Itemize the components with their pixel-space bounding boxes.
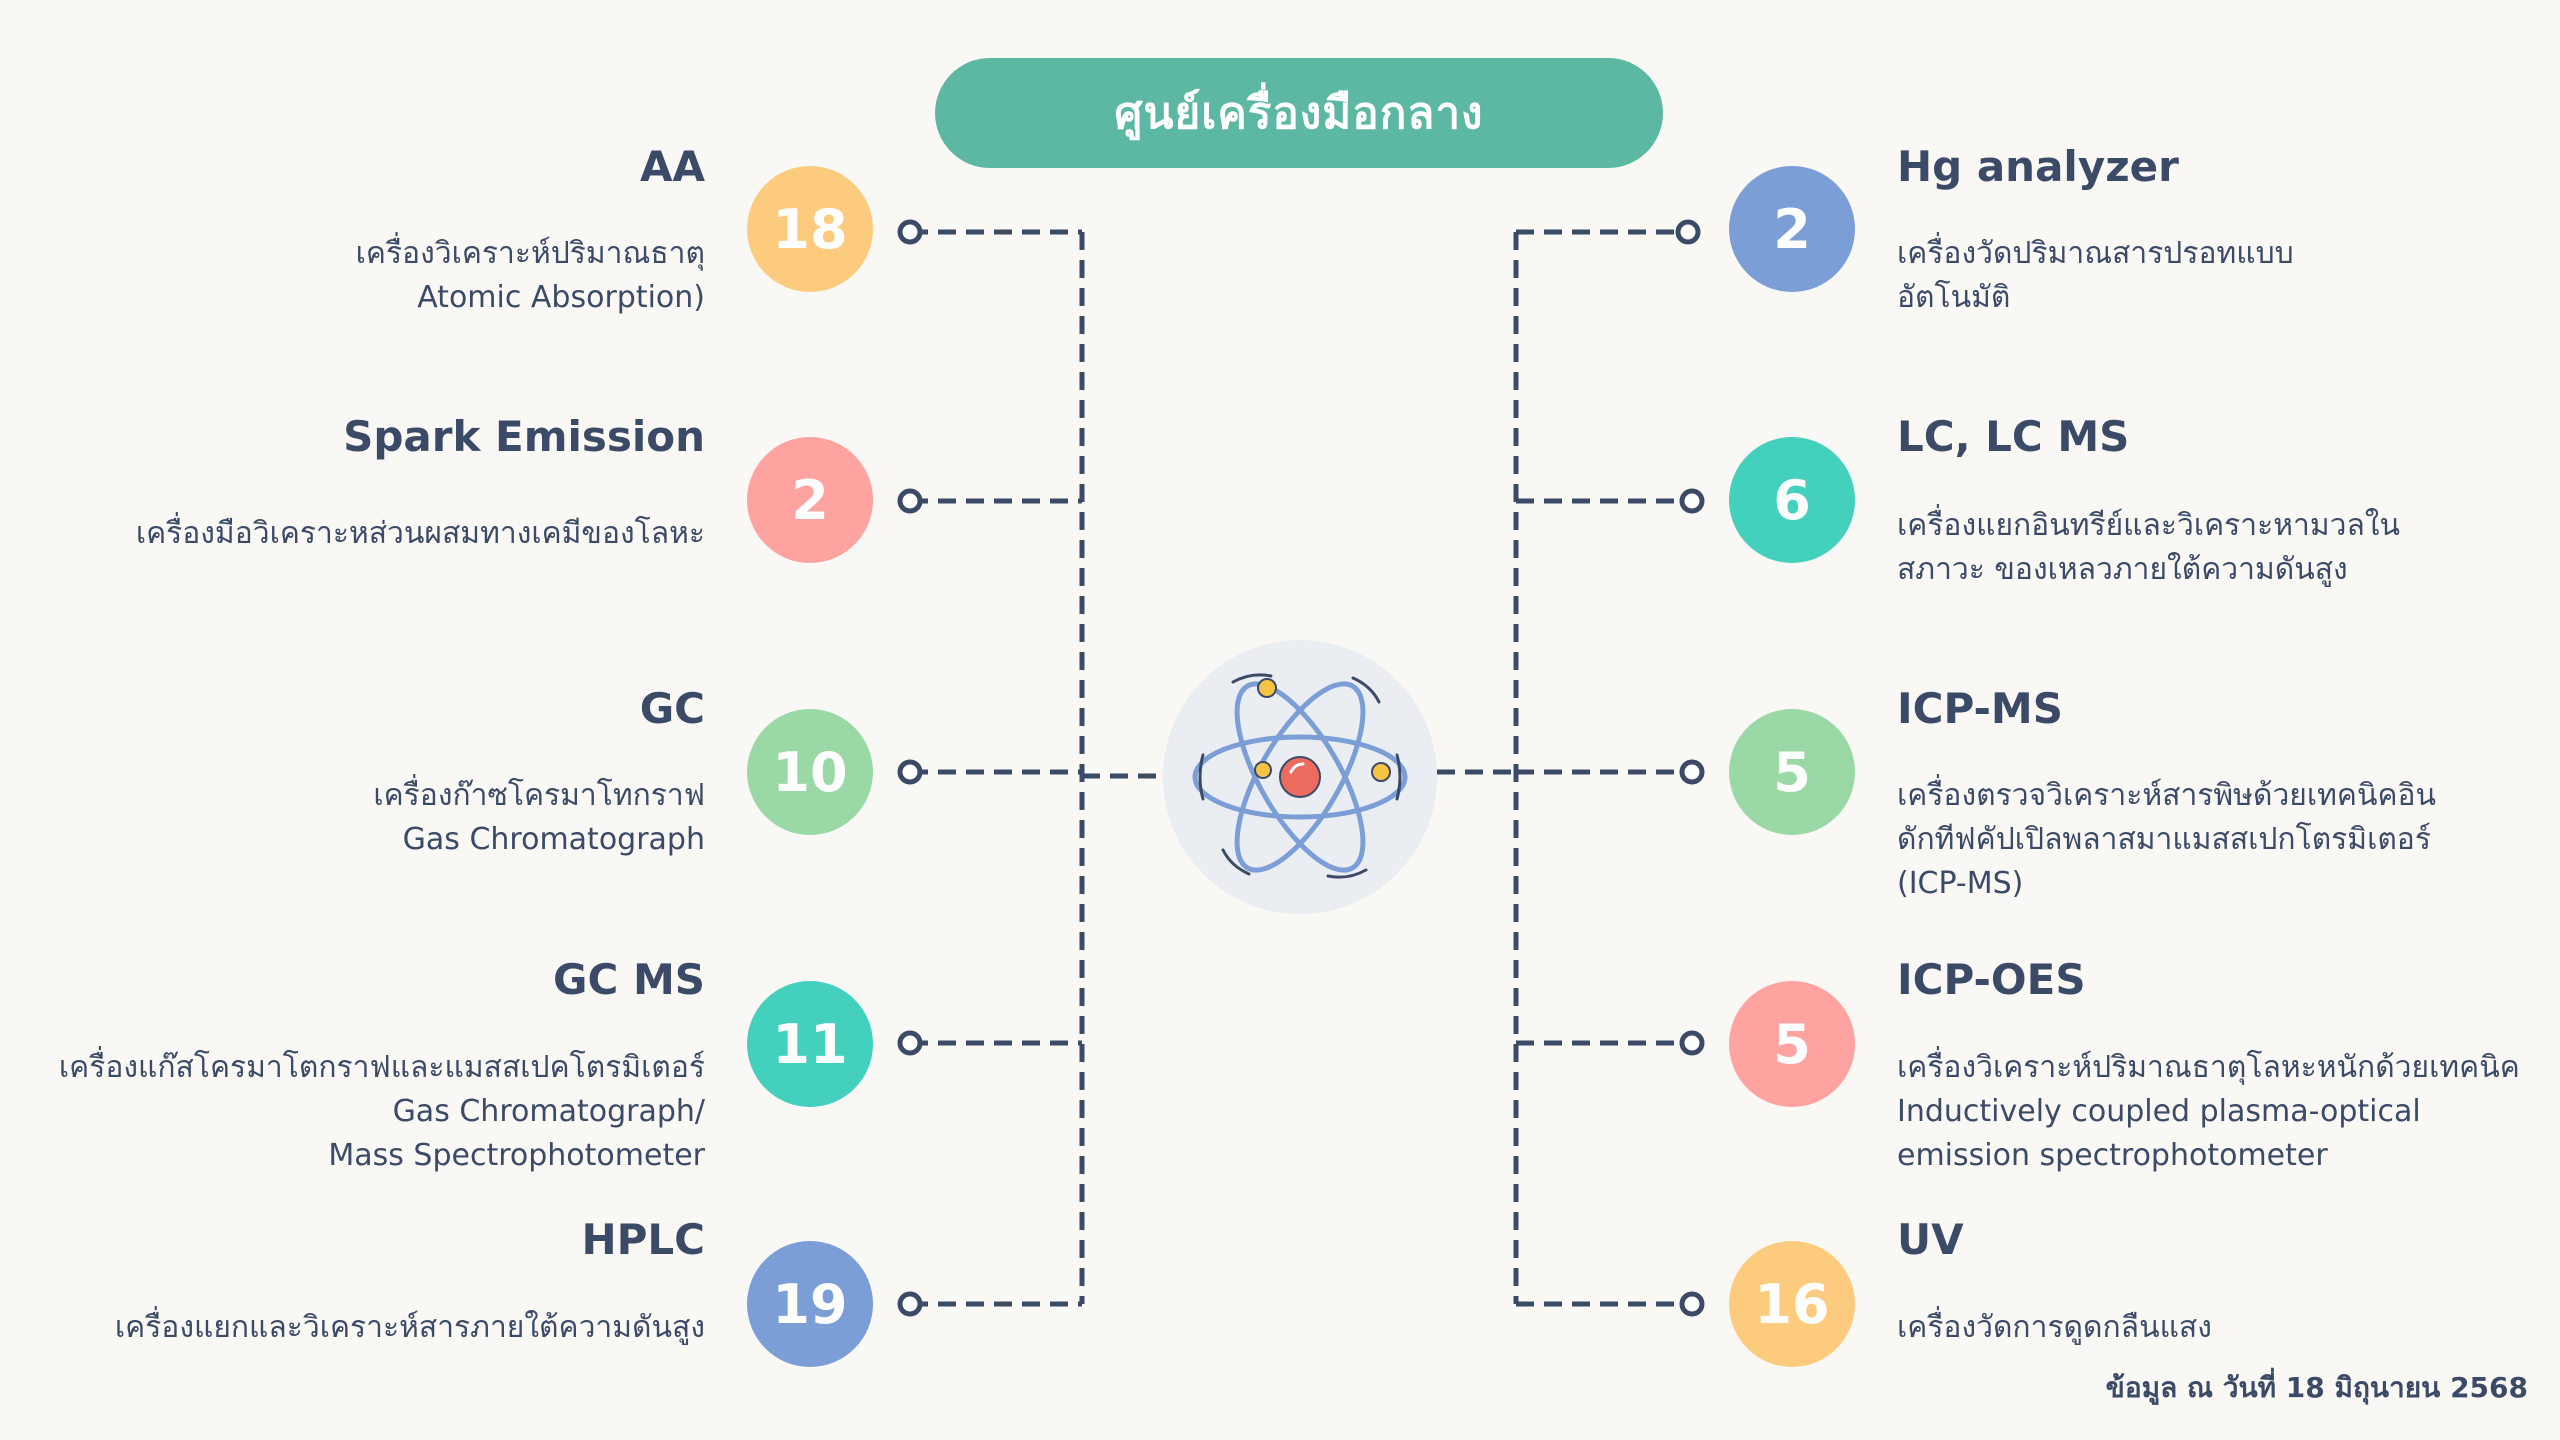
left-node-2 <box>897 488 923 514</box>
left-node-1 <box>897 219 923 245</box>
data-date-note: ข้อมูล ณ วันที่ 18 มิถุนายน 2568 <box>2105 1371 2528 1404</box>
count-badge-icp-oes: 5 <box>1729 981 1855 1107</box>
count-badge-hg-analyzer: 2 <box>1729 166 1855 292</box>
item-title-gc-ms: GC MS <box>553 955 705 1004</box>
count-badge-uv: 16 <box>1729 1241 1855 1367</box>
item-desc-spark-emission: เครื่องมือวิเคราะหส่วนผสมทางเคมีของโลหะ <box>135 516 705 551</box>
right-node-4 <box>1679 1030 1705 1056</box>
page-title: ศูนย์เครื่องมือกลาง <box>935 58 1663 168</box>
item-desc-aa: เครื่องวิเคราะห์ปริมาณธาตุ Atomic Absorp… <box>355 236 705 315</box>
item-title-aa: AA <box>639 142 705 191</box>
count-badge-gc-ms: 11 <box>747 981 873 1107</box>
item-desc-hplc: เครื่องแยกและวิเคราะห์สารภายใต้ความดันสู… <box>114 1310 705 1345</box>
item-title-gc: GC <box>639 684 705 733</box>
count-badge-hplc: 19 <box>747 1241 873 1367</box>
left-node-4 <box>897 1030 923 1056</box>
item-title-lc-lc-ms: LC, LC MS <box>1897 412 2130 461</box>
item-title-hg-analyzer: Hg analyzer <box>1897 142 2179 191</box>
item-desc-lc-lc-ms: เครื่องแยกอินทรีย์และวิเคราะหามวลใน สภาว… <box>1897 508 2401 587</box>
right-node-2 <box>1679 488 1705 514</box>
count-badge-aa: 18 <box>747 166 873 292</box>
item-desc-icp-ms: เครื่องตรวจวิเคราะห์สารพิษด้วยเทคนิคอิน … <box>1897 778 2437 901</box>
item-desc-gc-ms: เครื่องแก๊สโครมาโตกราฟและแมสสเปคโตรมิเตอ… <box>58 1050 705 1173</box>
right-node-3 <box>1679 759 1705 785</box>
item-desc-icp-oes: เครื่องวิเคราะห์ปริมาณธาตุโลหะหนักด้วยเท… <box>1897 1050 2520 1173</box>
item-title-icp-ms: ICP-MS <box>1897 684 2063 733</box>
right-node-1 <box>1675 219 1701 245</box>
left-node-3 <box>897 759 923 785</box>
item-desc-hg-analyzer: เครื่องวัดปริมาณสารปรอทแบบ อัตโนมัติ <box>1897 236 2294 315</box>
item-title-icp-oes: ICP-OES <box>1897 955 2086 1004</box>
count-badge-icp-ms: 5 <box>1729 709 1855 835</box>
count-badge-gc: 10 <box>747 709 873 835</box>
item-title-spark-emission: Spark Emission <box>343 412 705 461</box>
item-desc-gc: เครื่องก๊าซโครมาโทกราฟ Gas Chromatograph <box>373 778 705 857</box>
count-badge-spark-emission: 2 <box>747 437 873 563</box>
item-desc-uv: เครื่องวัดการดูดกลืนแสง <box>1897 1310 2212 1345</box>
atom-icon <box>1163 640 1437 914</box>
right-node-5 <box>1679 1291 1705 1317</box>
item-title-uv: UV <box>1897 1215 1964 1264</box>
count-badge-lc-lc-ms: 6 <box>1729 437 1855 563</box>
item-title-hplc: HPLC <box>581 1215 705 1264</box>
left-node-5 <box>897 1291 923 1317</box>
